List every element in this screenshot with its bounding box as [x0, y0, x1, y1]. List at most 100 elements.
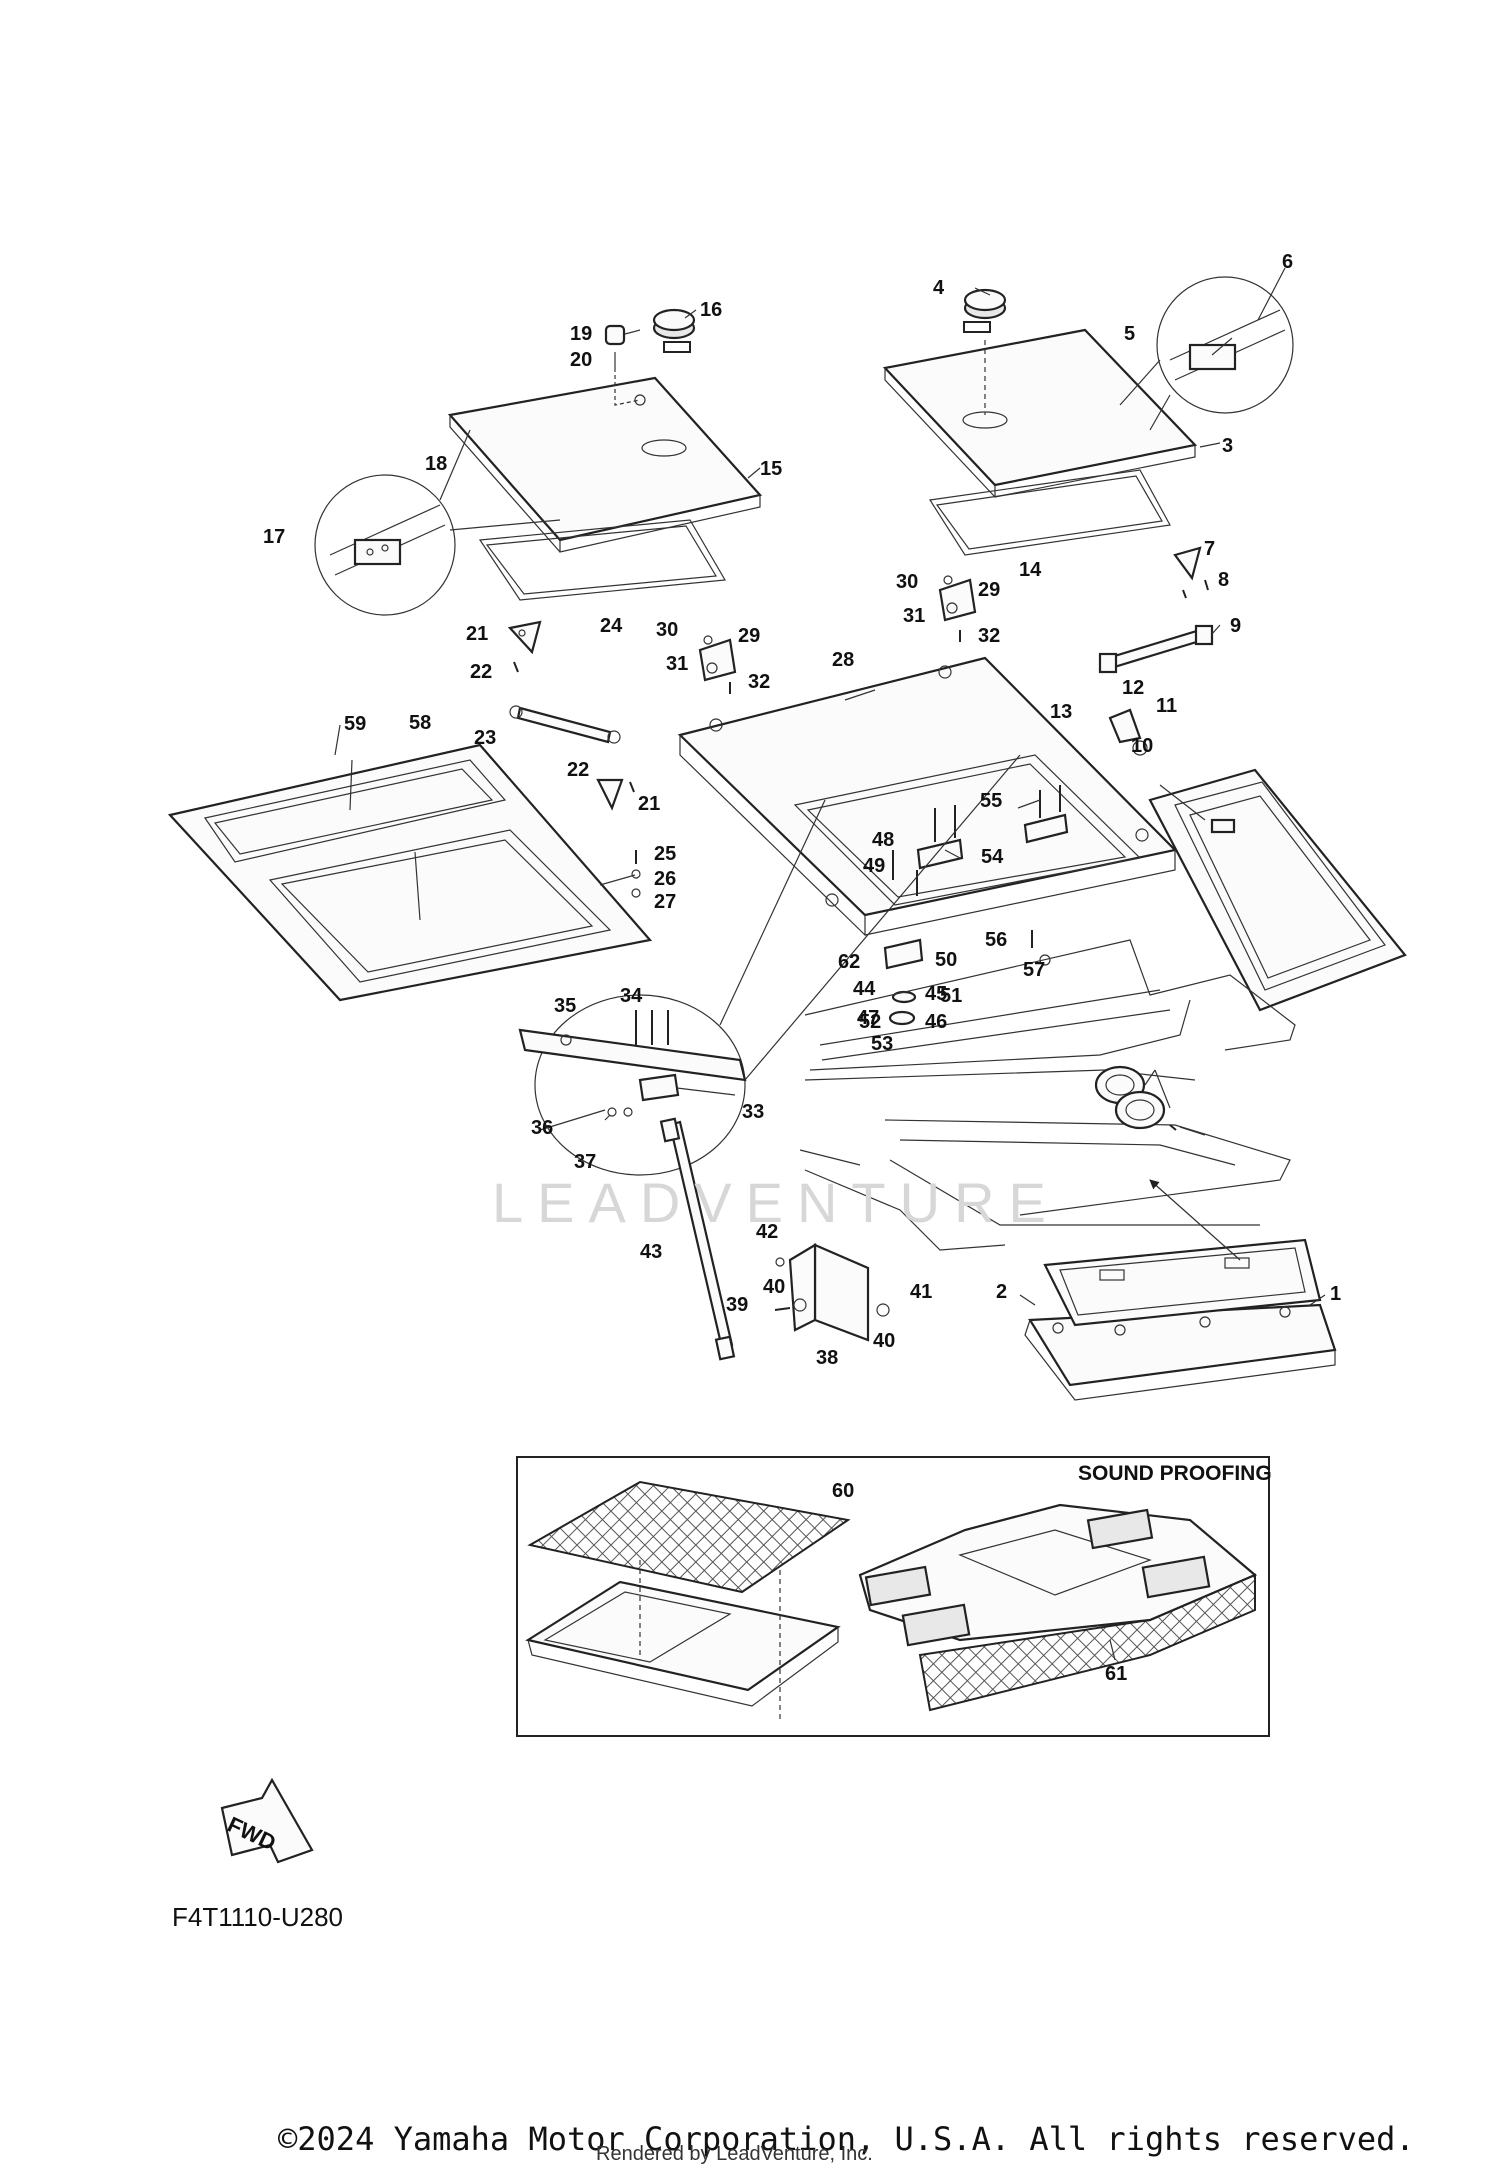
callout: 3: [1222, 435, 1233, 457]
callout: 22: [567, 759, 589, 781]
diagram-code: F4T1110-U280: [172, 1902, 343, 1932]
sound-proofing-inset: SOUND PROOFING: [516, 1456, 1272, 1737]
callout: 47: [857, 1007, 879, 1029]
latch-bracket-right: [938, 575, 977, 642]
callout: 45: [925, 983, 947, 1005]
callout: 32: [978, 625, 1000, 647]
callout: 62: [838, 951, 860, 973]
callout: 28: [832, 649, 854, 671]
callout: 30: [896, 571, 918, 593]
callout: 2: [996, 1281, 1007, 1303]
main-gas-strut: [659, 1117, 736, 1361]
callout: 26: [654, 868, 676, 890]
callout-numbers: 1 2 3 4 5 6 7 8 9 10 11 12 13 14 15 16 1…: [263, 251, 1341, 1685]
storage-tub: [167, 743, 653, 1002]
hull-outline: [799, 939, 1296, 1251]
callout: 1: [1330, 1283, 1341, 1305]
callout: 29: [978, 579, 1000, 601]
callout: 33: [742, 1101, 764, 1123]
callout: 6: [1282, 251, 1293, 273]
callout: 32: [748, 671, 770, 693]
right-knob: [963, 288, 1007, 415]
callout: 60: [832, 1480, 854, 1502]
callout: 19: [570, 323, 592, 345]
storage-tray: [1024, 1238, 1337, 1401]
callout: 53: [871, 1033, 893, 1055]
callout: 40: [763, 1276, 785, 1298]
left-cap: [604, 324, 626, 372]
latch-bracket-left: [698, 635, 737, 694]
callout: 38: [816, 1347, 838, 1369]
right-lid-gasket: [928, 469, 1171, 556]
inset-title: SOUND PROOFING: [1078, 1462, 1272, 1485]
callout: 22: [470, 661, 492, 683]
callout: 14: [1019, 559, 1042, 581]
deck-hinge-hardware: [883, 785, 1069, 1026]
left-lid-gasket: [478, 519, 726, 601]
left-knob: [652, 308, 696, 353]
callout: 21: [466, 623, 488, 645]
callout: 9: [1230, 615, 1241, 637]
callout: 49: [863, 855, 885, 877]
vent-caps: [1094, 1065, 1177, 1131]
rendered-by: Rendered by LeadVenture, Inc.: [596, 2143, 873, 2165]
callout: 54: [981, 846, 1004, 868]
callout: 30: [656, 619, 678, 641]
leader-lines: [334, 267, 1326, 1306]
callout: 12: [1122, 677, 1144, 699]
strut-bracket-plate: [774, 1243, 890, 1342]
callout: 8: [1218, 569, 1229, 591]
callout: 42: [756, 1221, 778, 1243]
strut-mount-detail: [518, 754, 1021, 1176]
callout: 7: [1204, 538, 1215, 560]
fwd-arrow-icon: FWD: [220, 1777, 314, 1864]
callout: 55: [980, 790, 1002, 812]
callout: 50: [935, 949, 957, 971]
callout: 51: [940, 985, 962, 1007]
callout: 34: [620, 985, 643, 1007]
callout: 31: [903, 605, 925, 627]
callout: 35: [554, 995, 576, 1017]
callout: 59: [344, 713, 366, 735]
callout: 39: [726, 1294, 748, 1316]
callout: 36: [531, 1117, 553, 1139]
left-strut-assembly: [507, 620, 635, 811]
callout: 56: [985, 929, 1007, 951]
callout: 4: [933, 277, 945, 299]
callout: 57: [1023, 959, 1045, 981]
callout: 29: [738, 625, 760, 647]
left-hatch-lid: [447, 375, 763, 553]
callout: 46: [925, 1011, 947, 1033]
callout: 18: [425, 453, 447, 475]
callout: 21: [638, 793, 660, 815]
right-hatch-lid: [882, 328, 1198, 498]
callout: 48: [872, 829, 894, 851]
left-hinge-detail: [314, 429, 561, 616]
callout: 20: [570, 349, 592, 371]
fasteners-25-27: [631, 850, 641, 898]
callout: 27: [654, 891, 676, 913]
right-strut-assembly: [1098, 546, 1214, 756]
callout: 52: [859, 1011, 881, 1033]
right-side-hatch: [1148, 768, 1407, 1012]
callout: 10: [1131, 735, 1153, 757]
callout: 17: [263, 526, 285, 548]
callout: 11: [1156, 695, 1177, 717]
callout: 61: [1105, 1663, 1127, 1685]
callout: 37: [574, 1151, 596, 1173]
callout: 24: [600, 615, 623, 637]
watermark: LEADVENTURE: [492, 1171, 1060, 1234]
right-hinge-detail: [1119, 276, 1294, 431]
callout: 31: [666, 653, 688, 675]
callout: 13: [1050, 701, 1072, 723]
callout: 40: [873, 1330, 895, 1352]
callout: 44: [853, 978, 876, 1000]
callout: 43: [640, 1241, 662, 1263]
callout: 16: [700, 299, 722, 321]
callout: 15: [760, 458, 782, 480]
copyright-notice: ©2024 Yamaha Motor Corporation, U.S.A. A…: [278, 2120, 1415, 2158]
callout: 58: [409, 712, 431, 734]
callout: 25: [654, 843, 676, 865]
callout: 5: [1124, 323, 1135, 345]
